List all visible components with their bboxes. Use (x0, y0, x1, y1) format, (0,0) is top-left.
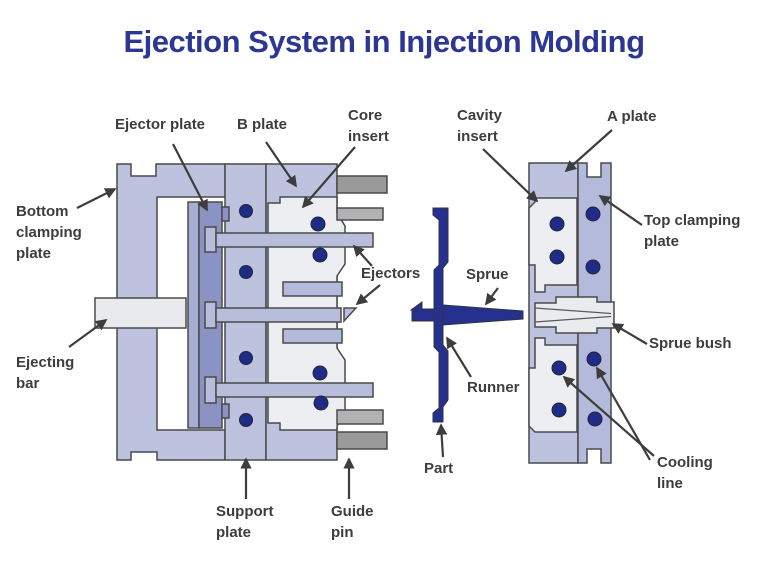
b-plate-step-upper (282, 281, 343, 297)
label-a-plate: A plate (607, 108, 657, 125)
label-support-plate: Support plate (216, 503, 274, 541)
label-bottom-clamping-plate: Bottom clamping plate (16, 203, 82, 262)
ejector-retainer-plate-shape (187, 201, 200, 429)
label-sprue-bush: Sprue bush (649, 335, 732, 352)
callout-arrows (68, 129, 655, 499)
label-cooling-line: Cooling line (657, 454, 713, 492)
label-guide-pin: Guide pin (331, 503, 374, 541)
label-ejecting-bar: Ejecting bar (16, 354, 75, 392)
bottom-clamping-plate-shape (116, 163, 226, 461)
label-cavity-insert: Cavity insert (457, 107, 503, 145)
arrow-top-clamping-plate (598, 195, 643, 226)
ejecting-bar-shape (94, 297, 187, 329)
label-b-plate: B plate (237, 116, 288, 133)
label-ejectors: Ejectors (361, 265, 421, 282)
ejector-pin-middle (215, 307, 342, 323)
sprue-shape (442, 304, 524, 326)
arrow-core-insert (301, 146, 356, 209)
label-ejector-plate: Ejector plate (115, 116, 206, 133)
ejector-pin-head-middle (204, 301, 217, 329)
guide-pin-bottom-dark (336, 431, 388, 450)
guide-pin-top-light (336, 207, 384, 221)
arrow-sprue (484, 287, 499, 306)
arrow-b-plate (265, 141, 297, 188)
cavity-insert-lower-shape (528, 337, 578, 433)
guide-pin-top-dark (336, 175, 388, 194)
ejector-pin-bottom (215, 382, 374, 398)
arrow-ejecting-bar (68, 318, 108, 348)
runner-tab (409, 301, 423, 311)
cooling-lines-right (549, 206, 603, 427)
ejector-plate-tab-bottom (221, 403, 230, 419)
sprue-bush-taper-top (534, 307, 612, 315)
arrow-cooling-line-2 (596, 366, 651, 461)
cavity-insert-upper-shape (528, 197, 578, 293)
arrow-a-plate (564, 129, 613, 173)
page-title: Ejection System in Injection Molding (123, 24, 645, 59)
sprue-bush-shape (534, 296, 615, 334)
arrow-cavity-insert (482, 148, 539, 203)
arrow-runner (446, 336, 472, 378)
arrow-ejectors-top (352, 244, 373, 267)
ejector-plate-tab-top (221, 206, 230, 222)
arrow-part (435, 423, 448, 458)
fixed-mold-half (528, 162, 615, 464)
ejector-pin-top (215, 232, 374, 248)
arrow-ejector-plate (172, 143, 208, 212)
part-shape (432, 207, 449, 423)
ejector-pin-head-top (204, 226, 217, 253)
runner-shape (411, 308, 435, 322)
guide-pin-bottom-light (336, 409, 384, 425)
label-top-clamping-plate: Top clamping plate (644, 212, 741, 250)
arrow-bottom-clamping-plate (76, 188, 117, 209)
sprue-bush-taper-bottom (534, 315, 612, 323)
label-part: Part (424, 460, 454, 477)
moving-mold-half (94, 163, 388, 461)
label-sprue: Sprue (466, 266, 509, 283)
b-plate-step-lower (282, 328, 343, 344)
label-core-insert: Core insert (348, 107, 389, 145)
label-runner: Runner (467, 379, 520, 396)
cooling-lines-left (239, 204, 329, 427)
arrow-ejectors-middle (355, 284, 381, 306)
arrow-sprue-bush (611, 323, 648, 345)
ejector-pin-head-bottom (204, 376, 217, 404)
molded-part (409, 207, 524, 423)
ejector-pin-middle-tip (343, 307, 358, 323)
